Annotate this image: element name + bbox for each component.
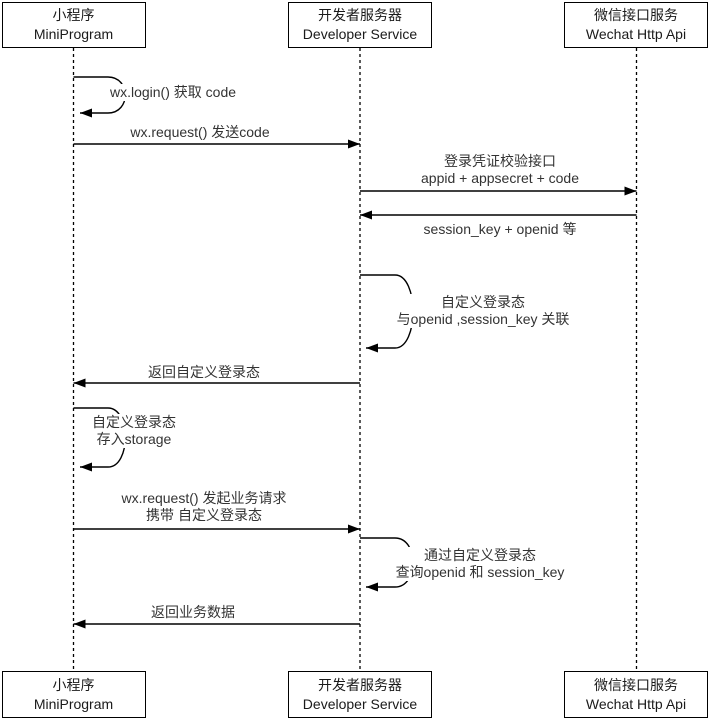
actor-box-wechat-api-bottom: 微信接口服务 Wechat Http Api (564, 671, 708, 718)
actor-box-developer-service-top: 开发者服务器 Developer Service (288, 2, 432, 48)
actor-name-zh: 开发者服务器 (318, 676, 402, 693)
actor-name-en: MiniProgram (33, 26, 114, 42)
actor-name-zh: 开发者服务器 (318, 7, 402, 23)
message-label-return-login-state: 返回自定义登录态 (148, 364, 260, 380)
actor-name-zh: 小程序 (52, 7, 95, 23)
actor-name-en: MiniProgram (33, 695, 114, 712)
message-label-wx-login: wx.login() 获取 code (107, 84, 239, 101)
message-label-query-openid: 通过自定义登录态 查询openid 和 session_key (393, 547, 567, 581)
message-label-return-business-data: 返回业务数据 (151, 604, 235, 620)
message-label-business-request: wx.request() 发起业务请求 携带 自定义登录态 (121, 490, 287, 523)
actor-name-en: Wechat Http Api (585, 26, 687, 42)
message-label-login-credential-check: 登录凭证校验接口 appid + appsecret + code (420, 153, 580, 186)
actor-name-en: Wechat Http Api (585, 695, 687, 712)
actor-name-zh: 微信接口服务 (594, 7, 678, 23)
actor-name-en: Developer Service (302, 695, 418, 712)
actor-box-miniprogram-bottom: 小程序 MiniProgram (1, 671, 146, 718)
actor-name-zh: 微信接口服务 (594, 676, 678, 693)
actor-name-en: Developer Service (302, 26, 418, 42)
actor-name-zh: 小程序 (52, 676, 95, 693)
actor-box-miniprogram-top: 小程序 MiniProgram (1, 2, 146, 48)
message-label-wx-request-send-code: wx.request() 发送code (130, 124, 270, 140)
message-label-session-key-openid: session_key + openid 等 (423, 221, 577, 237)
actor-box-wechat-api-top: 微信接口服务 Wechat Http Api (564, 2, 708, 48)
message-label-store-login-state: 自定义登录态 存入storage (90, 414, 178, 448)
message-label-create-login-state: 自定义登录态 与openid ,session_key 关联 (394, 294, 572, 328)
actor-box-developer-service-bottom: 开发者服务器 Developer Service (288, 671, 432, 718)
